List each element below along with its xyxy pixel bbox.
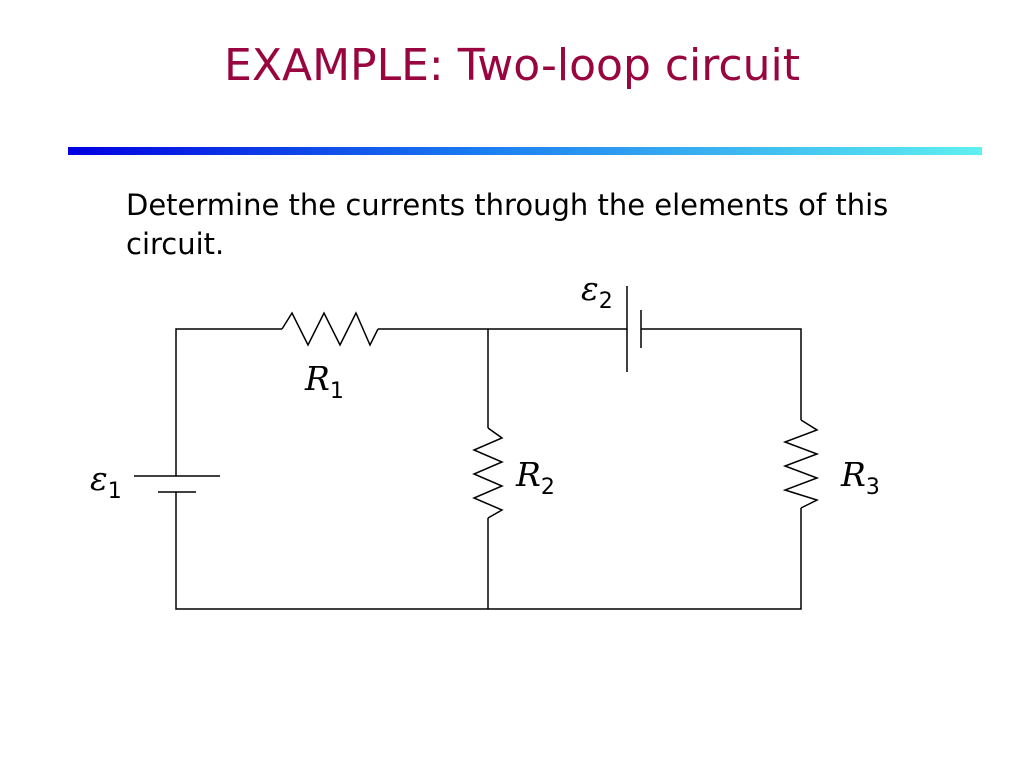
battery-emf1 [134, 475, 220, 493]
label-r2: R2 [515, 455, 555, 500]
resistor-r3 [782, 419, 820, 509]
resistor-r2 [472, 427, 504, 519]
problem-statement: Determine the currents through the eleme… [126, 188, 889, 261]
battery-emf2 [626, 286, 642, 372]
wire-left-upper [175, 328, 282, 476]
label-emf2: ε2 [581, 269, 613, 314]
title-divider [68, 147, 982, 155]
label-emf1: ε1 [90, 459, 122, 504]
label-r1: R1 [304, 359, 344, 404]
slide-title: EXAMPLE: Two-loop circuit [224, 40, 800, 91]
label-r3: R3 [840, 455, 880, 500]
wire-top-right [641, 328, 802, 420]
resistor-r1 [281, 311, 379, 347]
